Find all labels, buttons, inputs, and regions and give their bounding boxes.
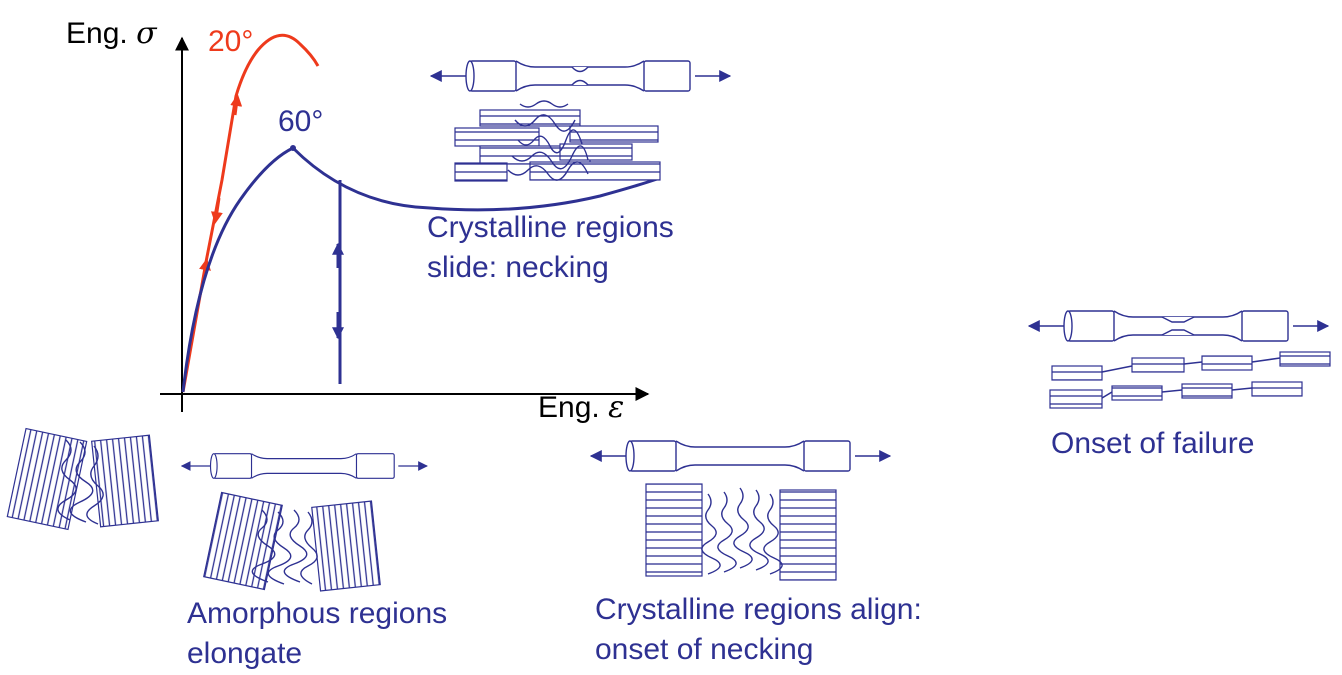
curve-60-deg xyxy=(181,146,661,393)
stage-necking-line1: Crystalline regions xyxy=(427,211,674,244)
stage-failure-line1: Onset of failure xyxy=(1051,427,1255,460)
curve-20-arrow-up-2 xyxy=(230,94,243,116)
stage-necking-line2: slide: necking xyxy=(427,250,609,284)
lamellae-icon xyxy=(645,483,837,581)
x-axis-label: Eng. ε xyxy=(538,388,624,428)
stage-amorphous-label: Amorphous regions elongate xyxy=(187,594,447,673)
stage-failure-label: Onset of failure xyxy=(1051,424,1254,464)
y-axis-label-text: Eng. xyxy=(66,17,137,50)
stage-necking-label: Crystalline regions slide: necking xyxy=(427,208,674,287)
sigma-symbol: σ xyxy=(136,16,157,51)
stage-amorphous-line2: elongate xyxy=(187,636,303,670)
y-axis-label: Eng. σ xyxy=(66,14,157,54)
tensile-specimen-icon xyxy=(591,441,890,471)
tensile-specimen-icon xyxy=(431,61,730,91)
curve-60-label: 60° xyxy=(278,105,324,138)
curve-20-arrow-down xyxy=(210,197,223,224)
lamellae-icon xyxy=(454,100,661,182)
epsilon-symbol: ε xyxy=(608,390,625,425)
curve-60-peak xyxy=(290,145,296,151)
stage-align-line1: Crystalline regions align: xyxy=(595,593,922,626)
tensile-specimen-icon xyxy=(182,454,427,479)
stage-align-label: Crystalline regions align: onset of neck… xyxy=(595,590,922,669)
curve-20-deg xyxy=(181,33,320,393)
lamellae-icon xyxy=(6,427,159,531)
tensile-specimen-icon xyxy=(1029,311,1328,341)
curve-20-label: 20° xyxy=(208,25,254,58)
lamellae-icon xyxy=(203,491,381,592)
stage-amorphous-line1: Amorphous regions xyxy=(187,597,448,630)
x-axis-label-text: Eng. xyxy=(538,391,609,424)
lamellae-icon xyxy=(1049,351,1331,409)
stage-align-line2: onset of necking xyxy=(595,632,814,666)
